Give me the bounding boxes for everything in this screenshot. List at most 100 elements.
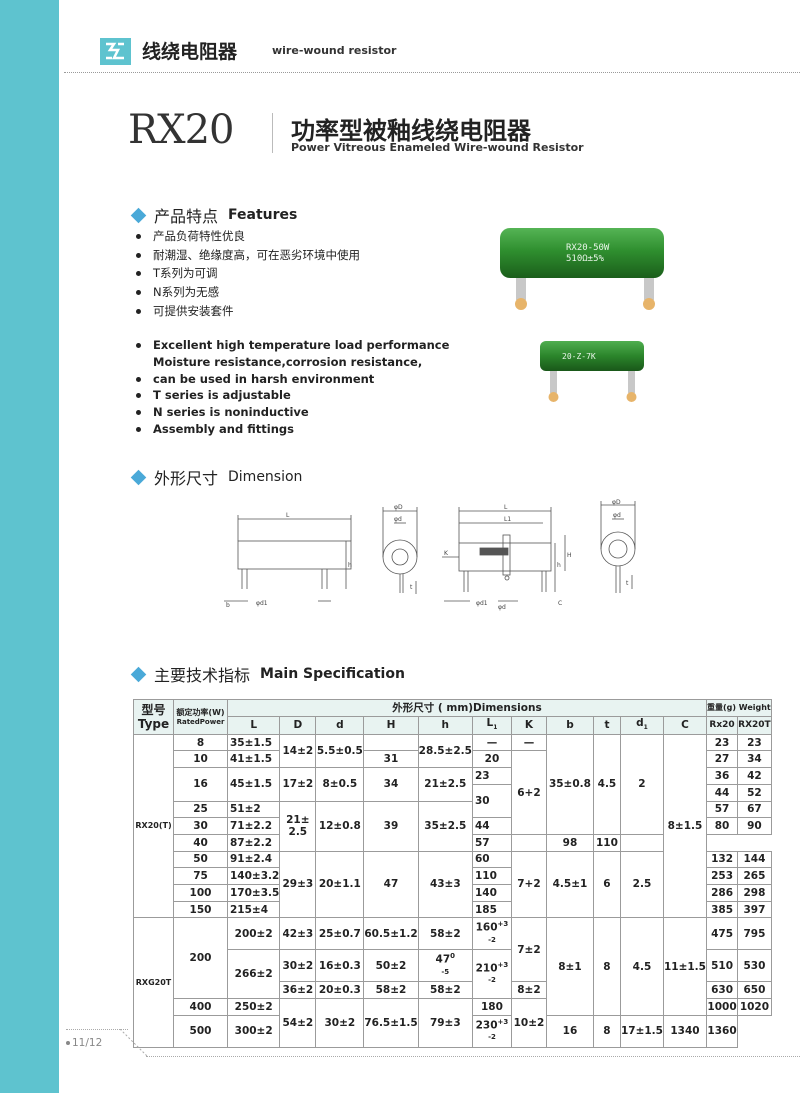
dim-label-d1-t: φd1 <box>476 600 488 607</box>
dim-label-t: t <box>410 584 413 591</box>
cell-weight: 42 <box>737 767 772 785</box>
cell-weight: 36 <box>705 767 739 785</box>
model-number: RX20 <box>128 107 234 153</box>
features-list-en: Excellent high temperature load performa… <box>136 337 449 438</box>
table-row: 25 51±2 21± 2.5 12±0.8 39 35±2.5 57 67 <box>134 800 772 852</box>
cell-L1: 44 <box>471 817 512 835</box>
cell-d: 20±0.3 <box>315 981 365 1000</box>
table-row: 400 250±2 54±2 30±2 76.5±1.5 79±3 180 10… <box>134 998 772 1048</box>
bullet-icon <box>136 376 141 382</box>
cell-K <box>510 833 547 852</box>
cell-L: 51±2 <box>226 800 281 819</box>
product-name-cn: 功率型被釉线绕电阻器 <box>291 117 531 145</box>
cell-d: 8±0.5 <box>315 767 365 802</box>
cell-h: 28.5±2.5 <box>417 733 473 769</box>
cell-K: 7+2 <box>510 850 547 919</box>
bullet-icon <box>136 252 141 258</box>
cell-weight: 530 <box>737 949 772 983</box>
cell-d: 20±1.1 <box>315 850 365 919</box>
dim-label-b: b <box>226 602 230 609</box>
cell-L: 41±1.5 <box>226 750 281 769</box>
cell-weight: 795 <box>737 917 772 951</box>
table-row: 100 170±3.5 140 286 298 <box>134 883 772 902</box>
cell-L1: 57 <box>471 833 512 852</box>
cell-t: 16 <box>545 1014 594 1048</box>
cell-weight: 144 <box>737 850 772 869</box>
cell-L: 45±1.5 <box>226 767 281 802</box>
cell-power: 100 <box>173 883 228 902</box>
bullet-icon <box>136 290 141 296</box>
header-b: b <box>545 715 594 735</box>
cell-L1: 230+3 -2 <box>471 1014 512 1048</box>
diamond-bullet-icon <box>130 469 147 485</box>
cell-weight: 253 <box>705 867 739 885</box>
dim-label-t-t: t <box>626 580 629 587</box>
bullet-icon <box>136 271 141 277</box>
cell-weight: 385 <box>705 900 739 919</box>
table-row: 266±2 30±2 16±0.3 50±2 470 -5 210+3 -2 5… <box>134 949 772 1000</box>
cell-h: 58±2 <box>417 917 473 951</box>
list-item: T系列为可调 <box>136 264 360 283</box>
cell-power: 40 <box>173 833 228 852</box>
side-color-bar <box>0 0 59 1093</box>
cell-D: 54±2 <box>279 998 317 1048</box>
cell-weight: 23 <box>705 733 739 752</box>
cell-H: 31 <box>363 750 419 769</box>
footer-divider-slant <box>120 1029 148 1057</box>
dim-label-L1: L1 <box>504 516 511 523</box>
cell-power: 150 <box>173 900 228 919</box>
cell-d: 16±0.3 <box>315 949 365 983</box>
diamond-bullet-icon <box>130 666 147 682</box>
cell-power: 8 <box>173 733 228 752</box>
table-row: 75 140±3.2 110 253 265 <box>134 867 772 885</box>
dim-label-d: φd <box>394 516 402 523</box>
cell-weight: 57 <box>705 800 739 819</box>
category-title-en: wire-wound resistor <box>272 44 397 57</box>
list-item: 产品负荷特性优良 <box>136 227 360 246</box>
cell-weight: 1340 <box>662 1014 707 1048</box>
cell-H: 39 <box>363 800 419 852</box>
bullet-icon <box>136 410 141 416</box>
photo-label: 20-Z-7K <box>562 352 596 361</box>
cell-H: 60.5±1.2 <box>363 917 419 951</box>
header-D: D <box>279 715 317 735</box>
cell-power: 16 <box>173 767 228 802</box>
cell-L1: 160+3 -2 <box>471 917 512 951</box>
dim-label-h-t: h <box>557 562 561 569</box>
list-item: 耐潮湿、绝缘度高，可在恶劣环境中使用 <box>136 246 360 265</box>
cell-power: 30 <box>173 817 228 835</box>
cell-weight: 80 <box>705 817 739 835</box>
cell-d1: 2.5 <box>619 850 664 919</box>
product-name-en: Power Vitreous Enameled Wire-wound Resis… <box>291 141 584 154</box>
header-d1: d1 <box>619 715 664 735</box>
header-weight: 重量(g) Weight <box>705 699 772 717</box>
resistor-photo-small: 20-Z-7K <box>540 341 644 402</box>
dimension-heading-cn: 外形尺寸 <box>154 469 219 488</box>
spec-heading-cn: 主要技术指标 <box>154 666 251 685</box>
cell-H <box>363 733 419 752</box>
list-item: Moisture resistance,corrosion resistance… <box>153 354 423 369</box>
list-item: 可提供安装套件 <box>136 302 360 321</box>
cell-D: 17±2 <box>279 767 317 802</box>
cell-weight: 34 <box>737 750 772 769</box>
cell-d1: 8 <box>592 1014 621 1048</box>
cell-b: 8±1 <box>545 917 594 1016</box>
cell-H: 76.5±1.5 <box>363 998 419 1048</box>
bullet-icon <box>66 1041 70 1045</box>
cell-h: 58±2 <box>417 981 473 1000</box>
cell-power: 50 <box>173 850 228 869</box>
table-row: RXG20T 200 200±2 42±3 25±0.7 60.5±1.2 58… <box>133 917 772 1048</box>
cell-L: 35±1.5 <box>226 733 281 752</box>
cell-H: 47 <box>363 850 419 919</box>
resistor-photo-large: RX20-50W 510Ω±5% <box>500 228 664 310</box>
header-h: h <box>417 715 473 735</box>
bullet-icon <box>136 393 141 399</box>
cell-H: 34 <box>363 767 419 802</box>
bullet-icon <box>136 426 141 432</box>
cell-D: 36±2 <box>279 981 317 1000</box>
cell-L: 87±2.2 <box>226 833 281 852</box>
bullet-icon <box>136 234 141 239</box>
header-t: t <box>592 715 621 735</box>
